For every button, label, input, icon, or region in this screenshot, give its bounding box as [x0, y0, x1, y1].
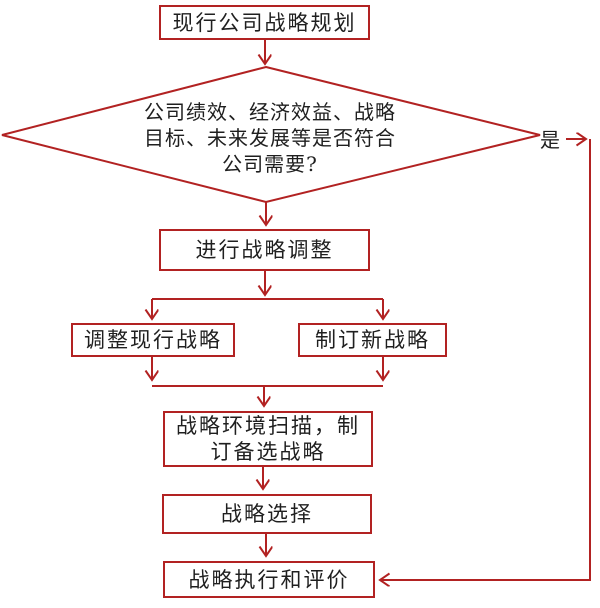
decision-line-3: 公司需要? — [222, 152, 318, 176]
node-strategy-execution-evaluation-label: 战略执行和评价 — [188, 567, 350, 592]
scan-line-2: 订备选战略 — [210, 440, 326, 464]
scan-line-1: 战略环境扫描，制 — [176, 414, 360, 438]
node-environment-scan: 战略环境扫描，制 订备选战略 — [163, 411, 373, 467]
decision-line-2: 目标、未来发展等是否符合 — [144, 126, 396, 150]
node-strategy-execution-evaluation: 战略执行和评价 — [163, 561, 375, 598]
yes-branch-label: 是 — [540, 128, 560, 152]
node-decision-text: 公司绩效、经济效益、战略 目标、未来发展等是否符合 公司需要? — [120, 99, 420, 177]
node-strategy-selection: 战略选择 — [162, 494, 372, 534]
node-current-strategy-plan-label: 现行公司战略规划 — [172, 10, 357, 35]
node-strategy-selection-label: 战略选择 — [221, 502, 313, 526]
node-formulate-new-strategy-label: 制订新战略 — [315, 328, 430, 352]
node-perform-strategy-adjustment-label: 进行战略调整 — [195, 238, 334, 262]
edge-yes-feedback-to-execute — [380, 139, 591, 580]
node-adjust-current-strategy-label: 调整现行战略 — [84, 328, 222, 352]
decision-line-1: 公司绩效、经济效益、战略 — [144, 100, 396, 124]
node-perform-strategy-adjustment: 进行战略调整 — [159, 229, 370, 271]
node-adjust-current-strategy: 调整现行战略 — [71, 323, 235, 357]
node-current-strategy-plan: 现行公司战略规划 — [159, 5, 370, 40]
node-formulate-new-strategy: 制订新战略 — [298, 323, 447, 357]
